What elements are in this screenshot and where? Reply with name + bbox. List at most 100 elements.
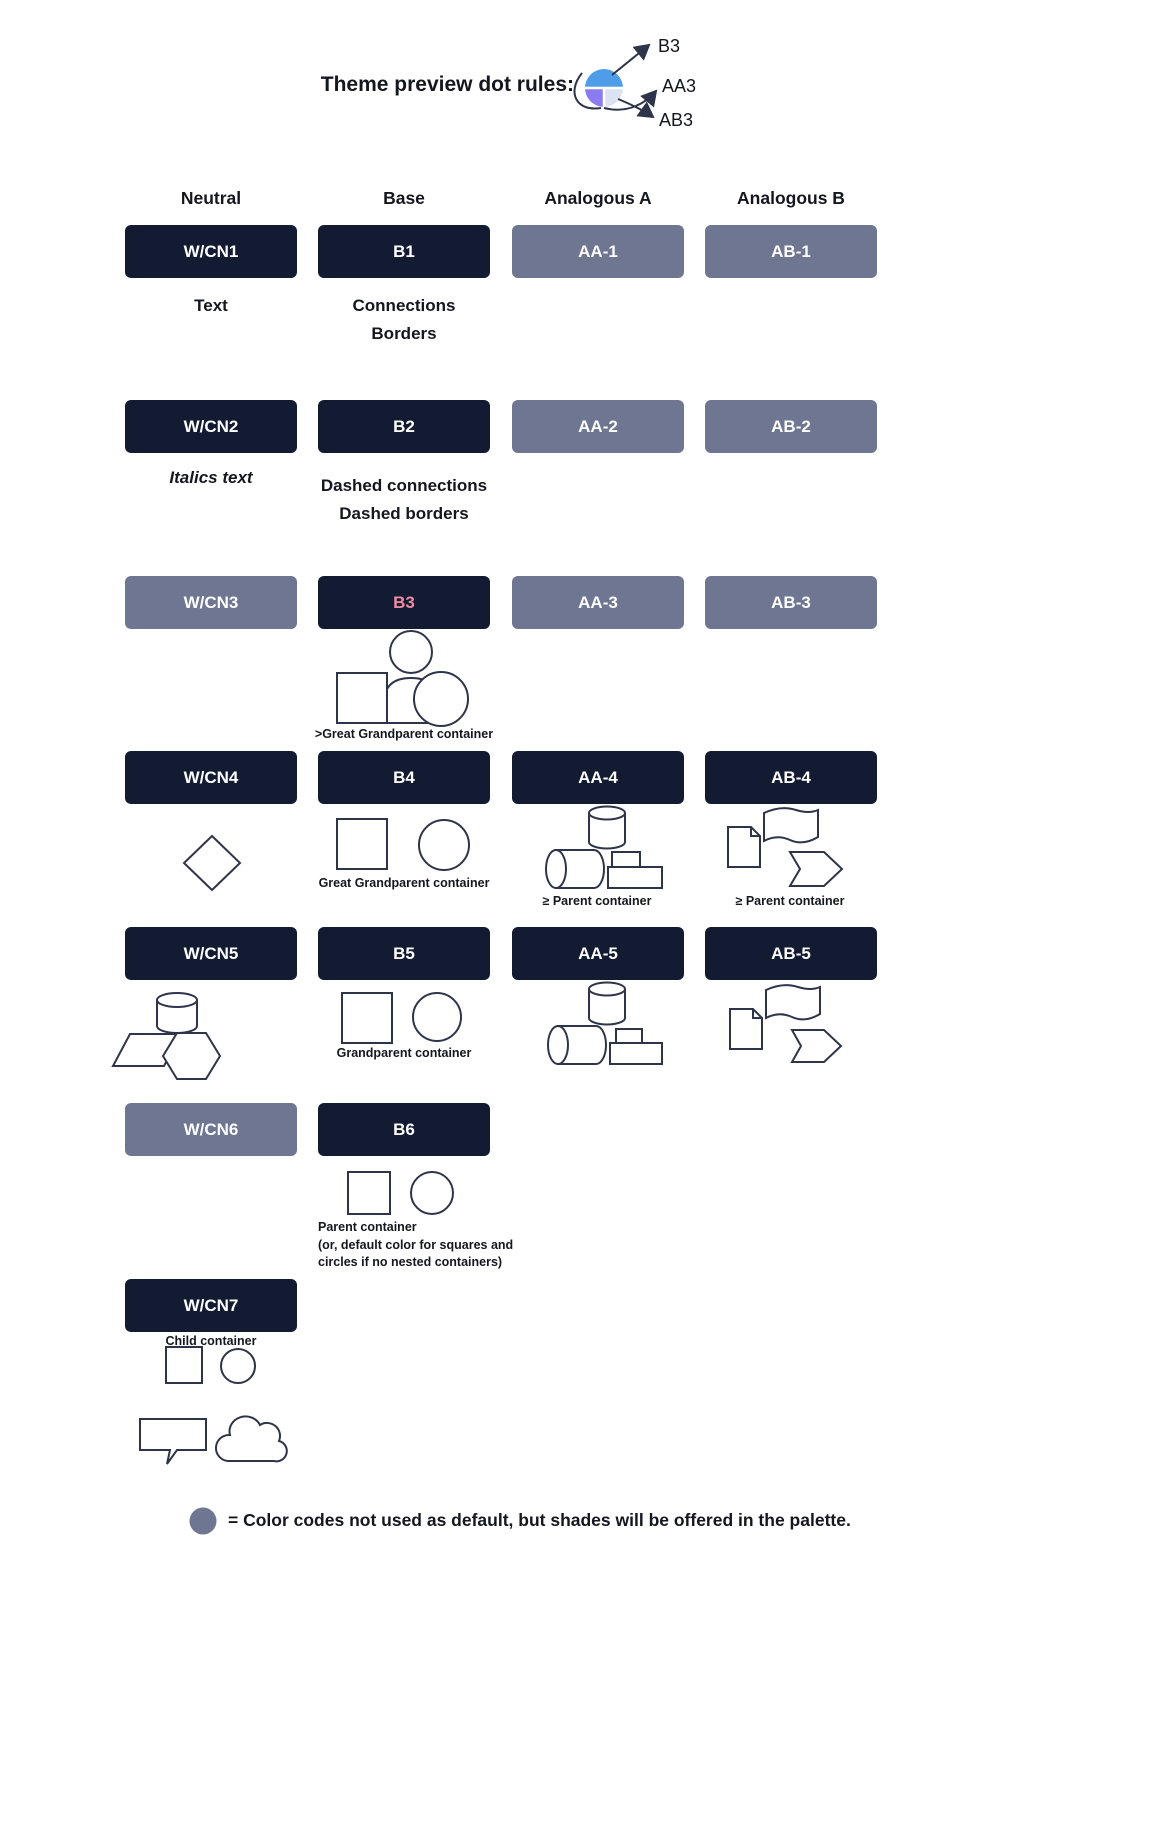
large-rect-shape	[607, 866, 663, 889]
arrow-to-b3	[611, 43, 651, 76]
swatch-label: B5	[393, 943, 415, 963]
swatch-ab5[interactable]: AB-5	[705, 927, 877, 980]
caption-child-container: Child container	[165, 1334, 257, 1348]
caption-dashed-borders: Dashed borders	[339, 504, 469, 523]
caption-parent-b6-note-2: circles if no nested containers)	[318, 1255, 503, 1269]
swatch-wcn6[interactable]: W/CN6	[125, 1103, 297, 1156]
swatch-wcn3[interactable]: W/CN3	[125, 576, 297, 629]
swatch-label: AB-2	[771, 416, 811, 436]
document-shape	[727, 826, 761, 868]
swatch-label: AB-3	[771, 592, 811, 612]
swatch-label: AB-4	[771, 767, 811, 787]
person-body	[383, 676, 439, 724]
horizontal-cylinder-face	[545, 849, 567, 889]
wcn5-shape-group[interactable]	[111, 992, 222, 1080]
swatch-aa3[interactable]: AA-3	[512, 576, 684, 629]
column-header-analogous-b: Analogous B	[737, 188, 845, 208]
swatch-label: AB-5	[771, 943, 811, 963]
column-header-neutral: Neutral	[180, 188, 242, 208]
circle-shape	[412, 992, 462, 1042]
theme-dot-icon[interactable]	[585, 69, 623, 107]
caption-grandparent-b5: Grandparent container	[336, 1046, 472, 1060]
circle-shape	[418, 819, 470, 871]
swatch-label: B4	[393, 767, 415, 787]
caption-borders: Borders	[371, 324, 437, 343]
swatch-wcn1[interactable]: W/CN1	[125, 225, 297, 278]
hexagon-shape	[161, 1032, 222, 1080]
cylinder-shape	[588, 813, 626, 850]
swatch-b6[interactable]: B6	[318, 1103, 490, 1156]
b5-shape-group[interactable]	[341, 992, 462, 1044]
arrow-to-ab3	[617, 98, 655, 119]
chevron-arrow-shape	[788, 851, 844, 887]
swatch-b2[interactable]: B2	[318, 400, 490, 453]
ab5-shape-group[interactable]	[729, 984, 843, 1063]
document-shape	[729, 1008, 763, 1050]
swatch-aa4[interactable]: AA-4	[512, 751, 684, 804]
b4-shape-group[interactable]	[336, 818, 470, 871]
swatch-label: AA-3	[578, 592, 618, 612]
swatch-label: B3	[393, 592, 415, 612]
circle-shape	[410, 1171, 454, 1215]
ab4-shape-group[interactable]	[727, 807, 844, 887]
swatch-ab2[interactable]: AB-2	[705, 400, 877, 453]
swatch-b3[interactable]: B3	[318, 576, 490, 629]
page-title: Theme preview dot rules:	[320, 73, 574, 96]
dot-rule-label-aa3: AA3	[662, 76, 697, 96]
square-shape	[336, 672, 388, 724]
swatch-wcn2[interactable]: W/CN2	[125, 400, 297, 453]
caption-text: Text	[194, 296, 228, 315]
b3-shape-group[interactable]	[336, 630, 469, 727]
wave-banner-shape	[763, 807, 819, 844]
horizontal-cylinder-shape	[557, 1025, 607, 1065]
swatch-aa1[interactable]: AA-1	[512, 225, 684, 278]
small-rect-shape	[611, 851, 641, 869]
swatch-label: B6	[393, 1119, 415, 1139]
caption-parent-b6-note-1: (or, default color for squares and	[318, 1238, 514, 1252]
horizontal-cylinder-face	[547, 1025, 569, 1065]
aa4-shape-group[interactable]	[545, 805, 663, 889]
caption-dashed-connections: Dashed connections	[320, 476, 488, 495]
wcn7-shape-group[interactable]	[139, 1346, 288, 1465]
swatch-ab1[interactable]: AB-1	[705, 225, 877, 278]
parallelogram-shape	[111, 1033, 183, 1067]
swatch-label: B1	[393, 241, 415, 261]
swatch-aa2[interactable]: AA-2	[512, 400, 684, 453]
large-rect-shape	[609, 1042, 663, 1065]
legend-dot	[189, 1507, 217, 1535]
chevron-arrow-shape	[790, 1029, 843, 1063]
swatch-label: W/CN7	[183, 1295, 239, 1315]
caption-parent-aa4: ≥ Parent container	[542, 894, 652, 908]
swatch-wcn4[interactable]: W/CN4	[125, 751, 297, 804]
swatch-b1[interactable]: B1	[318, 225, 490, 278]
aa5-shape-group[interactable]	[547, 981, 663, 1065]
dot-rule-arrows	[573, 43, 658, 119]
swatch-b5[interactable]: B5	[318, 927, 490, 980]
swatch-wcn5[interactable]: W/CN5	[125, 927, 297, 980]
column-header-analogous-a: Analogous A	[544, 188, 652, 208]
dot-top-half	[585, 69, 623, 88]
swatch-b4[interactable]: B4	[318, 751, 490, 804]
wcn4-shape-group[interactable]	[182, 834, 242, 892]
swatch-label: W/CN6	[183, 1119, 239, 1139]
swatch-ab3[interactable]: AB-3	[705, 576, 877, 629]
cylinder-shape	[156, 1000, 198, 1034]
square-shape	[341, 992, 393, 1044]
speech-bubble-shape	[139, 1418, 207, 1465]
swatch-label: AA-1	[578, 241, 618, 261]
swatch-label: B2	[393, 416, 415, 436]
caption-great-grandparent-b3: >Great Grandparent container	[314, 727, 494, 741]
circle-shape	[413, 671, 469, 727]
cloud-shape	[215, 1415, 288, 1463]
b6-shape-group[interactable]	[347, 1171, 454, 1215]
arrow-to-aa3	[603, 89, 658, 111]
swatch-aa5[interactable]: AA-5	[512, 927, 684, 980]
swatch-wcn7[interactable]: W/CN7	[125, 1279, 297, 1332]
horizontal-cylinder-shape	[555, 849, 605, 889]
swatch-label: AB-1	[771, 241, 811, 261]
cylinder-top	[588, 805, 626, 821]
swatch-label: W/CN1	[183, 241, 239, 261]
caption-great-grandparent-b4: Great Grandparent container	[318, 876, 490, 890]
swatch-ab4[interactable]: AB-4	[705, 751, 877, 804]
dot-bottom-left-quarter	[585, 88, 604, 107]
